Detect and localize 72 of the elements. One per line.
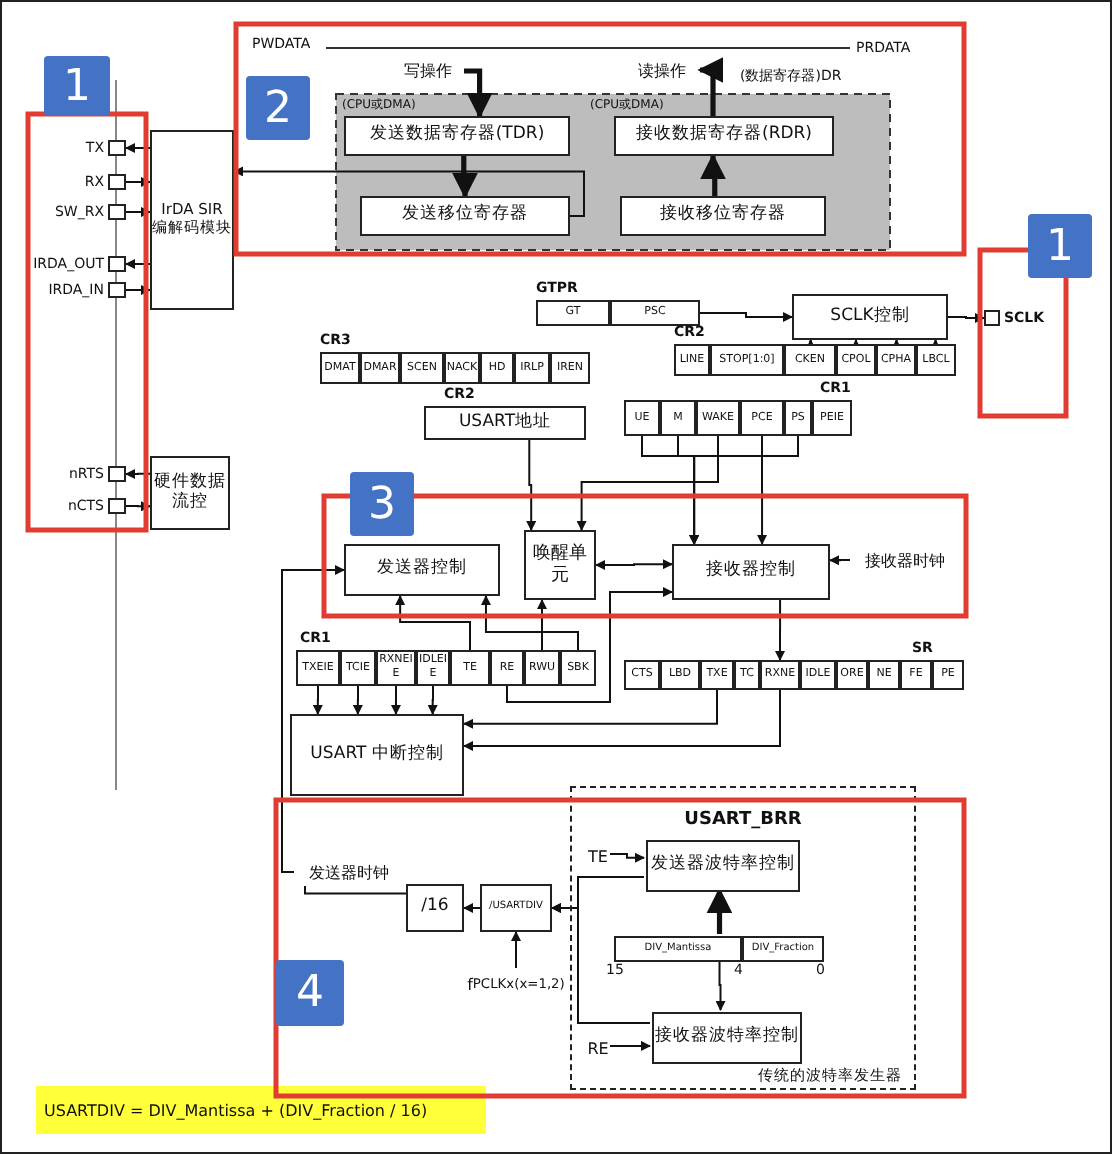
arrow bbox=[390, 685, 401, 715]
arrow bbox=[463, 903, 481, 913]
arrow bbox=[891, 339, 902, 349]
arrow bbox=[125, 143, 151, 153]
arrow bbox=[775, 599, 785, 661]
arrow bbox=[576, 435, 719, 531]
signal-label: 写操作 bbox=[392, 58, 464, 84]
arrow bbox=[463, 689, 718, 729]
arrow bbox=[537, 599, 547, 651]
connector-line bbox=[304, 885, 407, 895]
process-box: SCLK控制 bbox=[792, 294, 948, 340]
double-arrow bbox=[595, 559, 673, 570]
arrow bbox=[700, 153, 726, 196]
arrow bbox=[930, 339, 941, 349]
arrow bbox=[706, 887, 733, 934]
process-box: 发送器控制 bbox=[344, 544, 500, 596]
number-badge: 2 bbox=[246, 76, 310, 140]
arrow bbox=[506, 587, 673, 703]
process-box: USART 中断控制 bbox=[290, 714, 464, 796]
signal-label: 发送器时钟 bbox=[294, 858, 404, 886]
arrow bbox=[699, 312, 793, 322]
signal-label: RE bbox=[584, 1036, 612, 1060]
arrow bbox=[829, 555, 851, 566]
arrow bbox=[526, 439, 537, 531]
process-box: 发送数据寄存器(TDR) bbox=[344, 116, 570, 156]
arrow bbox=[805, 339, 816, 349]
signal-label: TE bbox=[584, 844, 612, 868]
arrow bbox=[352, 685, 363, 715]
arrow bbox=[125, 177, 151, 187]
arrow bbox=[463, 689, 781, 751]
arrow bbox=[511, 931, 521, 969]
arrow bbox=[715, 959, 726, 1011]
process-box: 发送移位寄存器 bbox=[360, 196, 570, 236]
number-badge: 1 bbox=[1028, 214, 1092, 278]
process-box: 接收数据寄存器(RDR) bbox=[614, 116, 834, 156]
arrow bbox=[609, 1040, 651, 1051]
arrow bbox=[427, 685, 438, 715]
arrow bbox=[480, 595, 579, 651]
arrow bbox=[697, 57, 724, 116]
arrow bbox=[609, 852, 645, 863]
signal-label: 接收器时钟 bbox=[850, 544, 960, 576]
process-box: /16 bbox=[406, 884, 464, 932]
process-box: USART地址 bbox=[424, 406, 586, 440]
process-box: 唤醒单元 bbox=[524, 530, 596, 600]
arrow bbox=[125, 285, 151, 295]
arrow bbox=[125, 259, 151, 269]
process-box: 接收器波特率控制 bbox=[652, 1012, 802, 1064]
arrow bbox=[281, 565, 345, 873]
arrow bbox=[233, 166, 585, 217]
arrow bbox=[757, 435, 768, 545]
process-box: 发送器波特率控制 bbox=[646, 840, 800, 892]
arrow bbox=[551, 903, 651, 1024]
arrow bbox=[689, 435, 799, 545]
number-badge: 1 bbox=[44, 56, 110, 116]
arrow bbox=[395, 595, 471, 651]
process-box: 硬件数据流控 bbox=[150, 456, 230, 530]
number-badge: 3 bbox=[350, 472, 414, 536]
arrow bbox=[312, 685, 323, 715]
signal-label: 读操作 bbox=[624, 56, 700, 84]
arrow bbox=[452, 156, 478, 199]
arrow bbox=[464, 68, 493, 119]
arrow bbox=[850, 339, 861, 349]
dashed-group-box bbox=[570, 786, 916, 1090]
arrow bbox=[125, 501, 151, 512]
arrow bbox=[125, 469, 151, 479]
process-box: 接收器控制 bbox=[672, 544, 830, 600]
process-box: 接收移位寄存器 bbox=[620, 196, 826, 236]
arrow bbox=[947, 313, 985, 323]
number-badge: 4 bbox=[276, 960, 344, 1026]
formula-box: USARTDIV = DIV_Mantissa + (DIV_Fraction / 16) bbox=[36, 1086, 486, 1134]
group-title: USART_BRR bbox=[682, 810, 804, 830]
arrow bbox=[125, 207, 151, 218]
